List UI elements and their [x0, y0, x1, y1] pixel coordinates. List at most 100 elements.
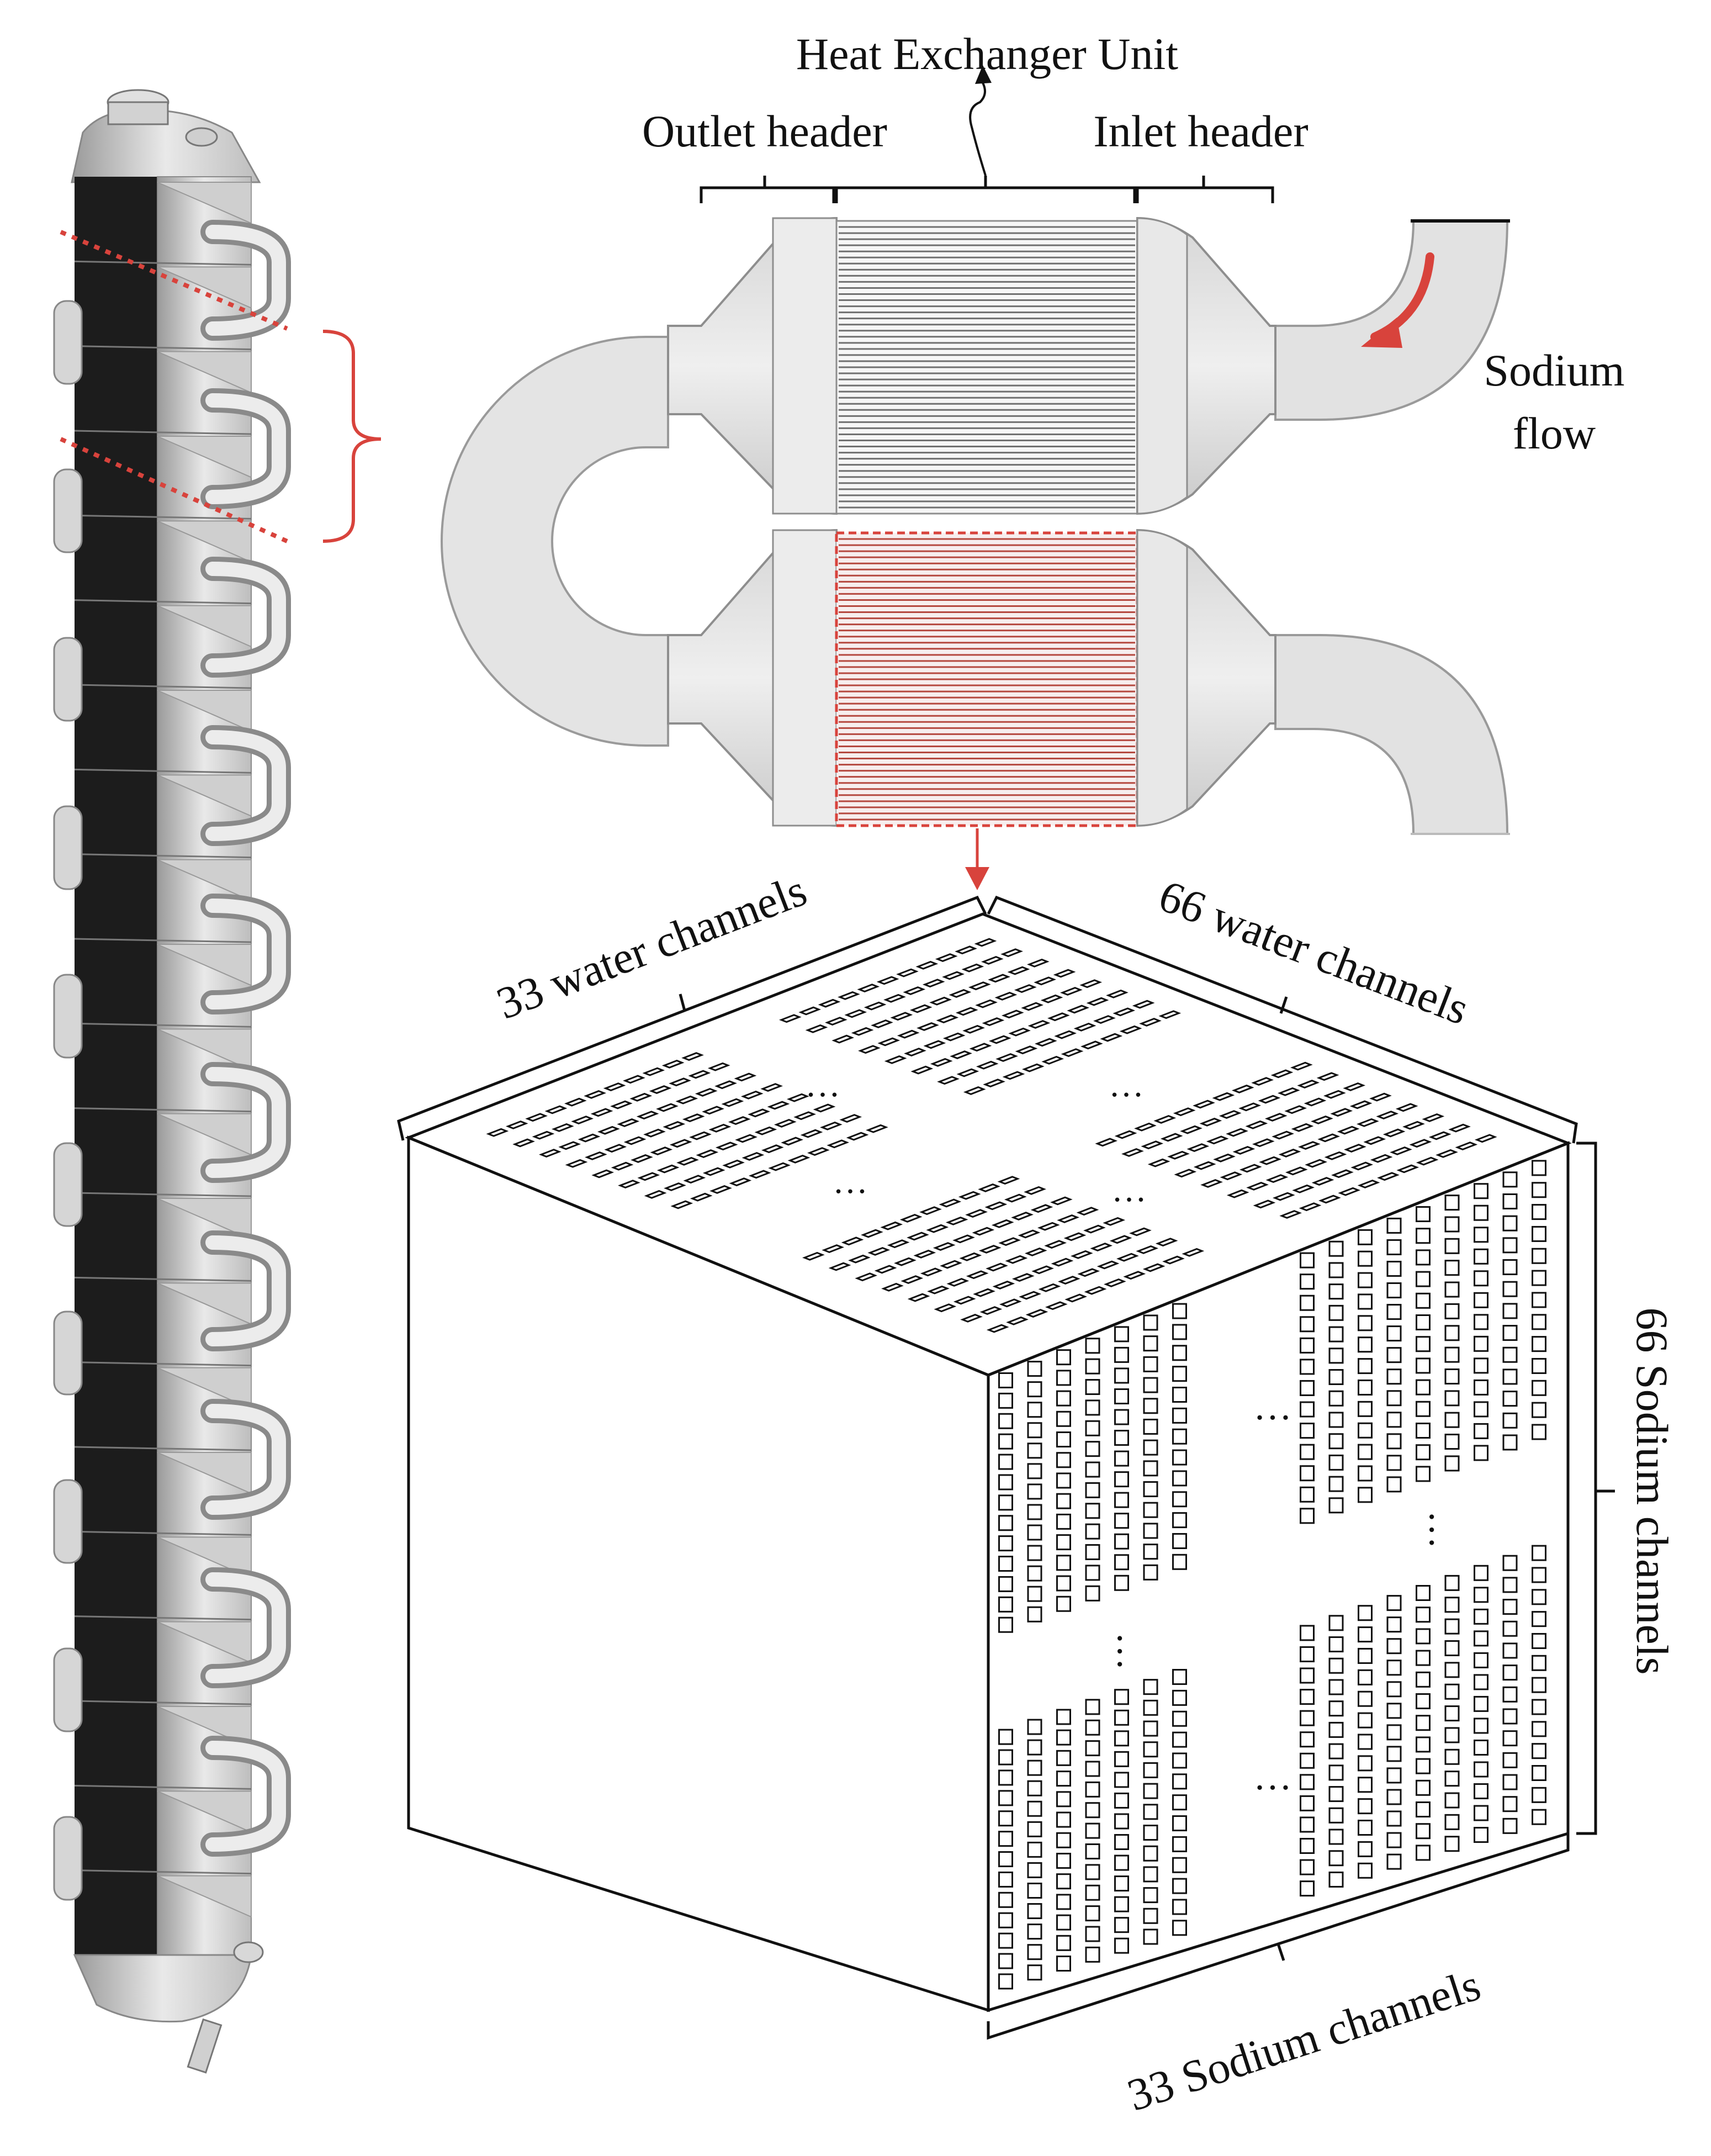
sodium-channel-slot [1027, 1361, 1042, 1377]
water-channel-slot [1305, 1159, 1328, 1168]
sodium-channel-slot [998, 1556, 1013, 1572]
tower-left-lug [53, 1647, 83, 1732]
sodium-channel-slot [1502, 1555, 1518, 1571]
water-channel-slot [505, 1121, 528, 1129]
water-channel-slot [676, 1156, 699, 1166]
sodium-channel-slot [1143, 1866, 1158, 1883]
sodium-channel-slot [1300, 1465, 1315, 1482]
sodium-channel-slot [1172, 1773, 1187, 1790]
sodium-channel-slot [1416, 1671, 1431, 1688]
water-channel-slot [1123, 1271, 1146, 1280]
water-channel-slot [962, 1024, 985, 1034]
upper-unit [667, 216, 1276, 515]
sodium-channel-slot [1172, 1794, 1187, 1811]
section-brace [322, 330, 382, 543]
sodium-channel-slot [1502, 1412, 1518, 1429]
water-channel-slot [955, 945, 977, 955]
upper-inlet-flange [1136, 217, 1188, 515]
sodium-33-label: 33 Sodium channels [1121, 1959, 1486, 2121]
water-channel-slot [544, 1105, 568, 1114]
sodium-channel-slot [1358, 1820, 1373, 1836]
water-channel-slot [864, 1001, 887, 1011]
u-bend-pipe [441, 336, 669, 747]
sodium-channel-slot [1502, 1368, 1518, 1385]
water-channel-slot [1019, 1291, 1041, 1300]
sodium-channel-slot [1056, 1370, 1071, 1386]
tower-header-wedge [157, 605, 252, 648]
sodium-channel-slot [1386, 1304, 1402, 1320]
water-channel-slot [786, 1093, 809, 1102]
sodium-channel-slot [1143, 1335, 1158, 1352]
sodium-channel-slot [1114, 1554, 1129, 1571]
water-channel-slot [897, 1029, 920, 1039]
sodium-channel-slot [1502, 1193, 1518, 1209]
tower-u-bend-highlight [205, 1235, 286, 1346]
sodium-channel-slot [1114, 1689, 1129, 1705]
water-channel-slot [774, 1119, 797, 1128]
water-channel-slot [564, 1097, 587, 1107]
water-channel-slot [617, 1118, 640, 1127]
water-channel-slot [844, 1009, 867, 1018]
water-channel-slot [768, 1162, 791, 1171]
water-channel-slot [1277, 1087, 1300, 1096]
water-66-bracket [987, 895, 1578, 1144]
sodium-channel-slot [1172, 1669, 1187, 1685]
sodium-channel-slot [1114, 1917, 1129, 1933]
water-channel-slot [846, 1132, 869, 1141]
water-channel-slot [1106, 989, 1129, 998]
tower-seam [74, 1361, 252, 1367]
water-channel-slot [874, 1265, 897, 1274]
sodium-channel-slot [1358, 1862, 1373, 1879]
sodium-channel-slot [1085, 1482, 1100, 1498]
sodium-channel-slot [1085, 1338, 1100, 1354]
sodium-channel-slot [1056, 1750, 1071, 1766]
water-channel-slot [1253, 1199, 1276, 1209]
sodium-channel-slot [1027, 1402, 1042, 1418]
water-channel-slot [1297, 1141, 1321, 1150]
water-channel-slot [728, 1116, 751, 1125]
tower-left-lug [53, 637, 83, 722]
water-channel-slot [1272, 1192, 1295, 1201]
sodium-channel-slot [1386, 1767, 1402, 1784]
sodium-channel-slot [1085, 1864, 1100, 1880]
water-channel-slot [565, 1159, 588, 1168]
sodium-flow-arrowhead [1361, 318, 1402, 348]
inlet-header-label: Inlet header [1093, 106, 1308, 156]
water-channel-slot [1435, 1149, 1458, 1158]
water-channel-slot [1299, 1202, 1322, 1212]
water-channel-slot [1158, 1010, 1182, 1019]
sodium-channel-slot [1474, 1695, 1488, 1712]
sodium-channel-slot [1474, 1314, 1488, 1330]
sodium-channel-slot [1114, 1388, 1129, 1404]
water-channel-slot [656, 1103, 679, 1112]
water-channel-slot [1060, 987, 1083, 996]
sodium-channel-slot [1444, 1368, 1460, 1385]
sodium-channel-slot [1358, 1401, 1373, 1417]
water-channel-slot [1093, 1015, 1116, 1024]
water-channel-slot [936, 1014, 959, 1024]
sodium-33-bracket [987, 1833, 1570, 2040]
water-channel-slot [1377, 1172, 1400, 1181]
sodium-channel-slot [1172, 1470, 1187, 1487]
water-channel-slot [1004, 1193, 1027, 1203]
sodium-channel-slot [1358, 1487, 1373, 1503]
sodium-channel-slot [1056, 1771, 1071, 1787]
water-channel-slot [887, 1239, 910, 1249]
water-channel-slot [828, 1262, 851, 1271]
sodium-channel-slot [1474, 1204, 1488, 1221]
water-channel-slot [1363, 1136, 1386, 1145]
water-channel-slot [1109, 1235, 1132, 1244]
water-channel-slot [650, 1146, 673, 1156]
sodium-channel-slot [1085, 1926, 1100, 1942]
sodium-channel-slot [1056, 1513, 1071, 1530]
sodium-channel-slot [1532, 1357, 1546, 1374]
sodium-channel-slot [998, 1891, 1013, 1908]
sodium-channel-slot [1172, 1899, 1187, 1915]
water-channel-slot [1396, 1164, 1419, 1174]
water-channel-slot [1077, 1268, 1100, 1277]
top-ellipsis-3: … [833, 1161, 868, 1201]
sodium-channel-slot [1328, 1721, 1344, 1738]
sodium-channel-slot [998, 1616, 1013, 1633]
water-channel-slot [1141, 1140, 1164, 1150]
water-channel-slot [956, 1068, 979, 1077]
